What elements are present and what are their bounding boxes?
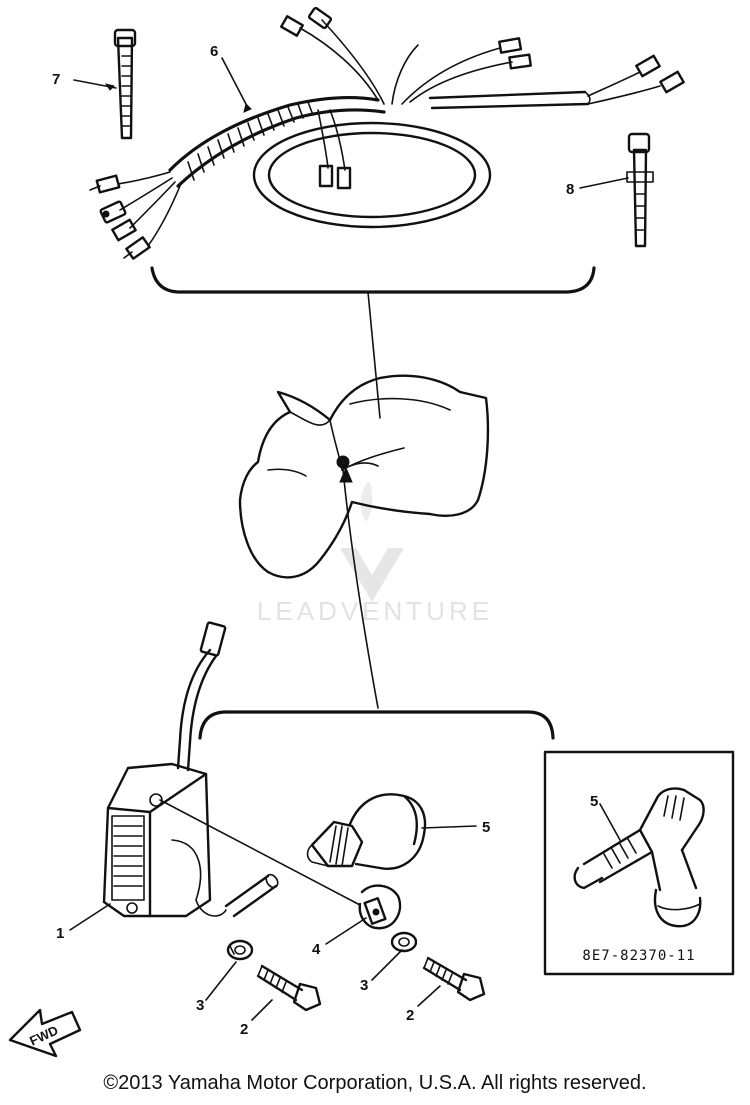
callout-7: 7	[52, 71, 60, 88]
callout-leaders	[69, 57, 629, 1021]
inset-panel	[543, 750, 735, 976]
leader-top	[367, 291, 381, 419]
callout-2-left: 2	[240, 1021, 248, 1038]
connector-top-4	[508, 53, 532, 70]
callout-4: 4	[312, 941, 321, 958]
callout-8: 8	[566, 181, 574, 198]
fwd-label: FWD	[27, 1022, 60, 1048]
washer-right	[390, 931, 418, 953]
inset-part-code: 8E7-82370-11	[582, 948, 695, 964]
copyright-footer: ©2013 Yamaha Motor Corporation, U.S.A. A…	[103, 1072, 647, 1094]
cable-tie-8	[626, 132, 654, 248]
engine-outline	[238, 374, 490, 579]
bolt-left	[256, 964, 322, 1012]
cord-clip	[358, 884, 402, 930]
callout-6: 6	[210, 43, 218, 60]
bottom-group-bracket	[198, 710, 555, 740]
connector-left-4	[123, 236, 151, 260]
ignition-coil	[102, 621, 227, 918]
connector-right-2	[659, 70, 685, 94]
connector-top-3	[498, 37, 523, 54]
connector-left-1	[89, 174, 121, 194]
wire-harness	[89, 6, 685, 260]
leader-bottom	[342, 469, 379, 709]
fwd-arrow: FWD	[8, 1008, 82, 1058]
watermark-text: LEADVENTURE	[257, 596, 493, 626]
connector-right-1	[635, 54, 661, 78]
bolt-right	[422, 956, 486, 1002]
connector-left-3	[111, 218, 137, 242]
washer-left	[226, 939, 254, 961]
callout-5: 5	[482, 819, 490, 836]
callout-1: 1	[56, 925, 64, 942]
watermark-logo: LEADVENTURE	[257, 482, 493, 626]
rubber-tube	[224, 873, 279, 918]
connector-top-1	[280, 15, 304, 37]
top-group-bracket	[150, 266, 596, 294]
callout-3-right: 3	[360, 977, 368, 994]
callout-2-right: 2	[406, 1007, 414, 1024]
cable-tie-7	[113, 28, 137, 140]
plug-cap	[306, 793, 427, 870]
connector-left-2	[99, 200, 127, 224]
callout-3-left: 3	[196, 997, 204, 1014]
callout-5-inset: 5	[590, 793, 598, 810]
coil-to-clip-line	[159, 799, 361, 906]
connector-top-2	[307, 6, 333, 30]
